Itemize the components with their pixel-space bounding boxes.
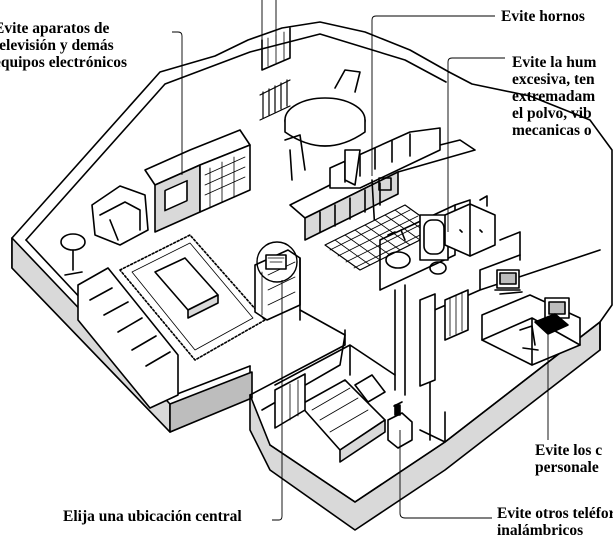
callout-line: inalámbricos: [497, 522, 584, 539]
oven-outline: [378, 177, 392, 191]
callout-central-location: Elija una ubicación central: [63, 508, 242, 525]
leader-tv: [172, 31, 183, 175]
radiator: [259, 79, 291, 121]
callout-line: Elija una ubicación central: [63, 508, 242, 525]
leader-phones: [399, 430, 492, 519]
bedroom-walls: [274, 344, 396, 386]
window: [261, 27, 291, 71]
dining-chair: [334, 69, 361, 93]
callout-line: televisión y demás: [0, 37, 114, 54]
dining-chair: [284, 134, 306, 181]
lamp: [60, 233, 86, 251]
callout-line: excesiva, ten: [512, 71, 595, 88]
leader-lines: [172, 0, 549, 521]
callout-computers: Evite los c personale: [535, 442, 602, 476]
callout-cordless-phones: Evite otros teléfor inalámbricos: [497, 505, 613, 539]
outer-wall-left: [11, 21, 450, 239]
callout-line: extremadam: [512, 88, 596, 105]
callout-line: el polvo, vib: [512, 105, 592, 122]
highlight-circle: [256, 241, 298, 283]
callout-line: Evite los c: [535, 442, 603, 459]
leader-ovens: [371, 15, 495, 176]
callout-line: mecanicas o: [512, 122, 592, 139]
leader-humidity: [447, 57, 505, 232]
callout-humidity: Evite la hum excesiva, ten extremadam el…: [512, 54, 596, 139]
cordless-phone: [394, 404, 401, 416]
callout-line: Evite hornos: [501, 8, 585, 25]
leader-center: [272, 280, 283, 521]
bookshelf: [444, 289, 469, 341]
callout-line: personale: [535, 459, 599, 476]
callout-line: equipos electrónicos: [0, 54, 128, 71]
dining-chair: [344, 149, 361, 186]
tv-screen: [164, 179, 188, 212]
office-chair: [519, 325, 539, 351]
sofa: [77, 267, 179, 409]
callout-line: Evite otros teléfor: [497, 505, 613, 522]
callout-tv-electronics: Evite aparatos de televisión y demás equ…: [0, 20, 127, 71]
armchair: [91, 185, 149, 246]
callout-line: Evite aparatos de: [0, 20, 110, 37]
toilet: [429, 261, 447, 275]
callout-line: Evite la hum: [512, 54, 597, 71]
callout-ovens: Evite hornos: [501, 8, 585, 25]
sink: [385, 251, 411, 269]
